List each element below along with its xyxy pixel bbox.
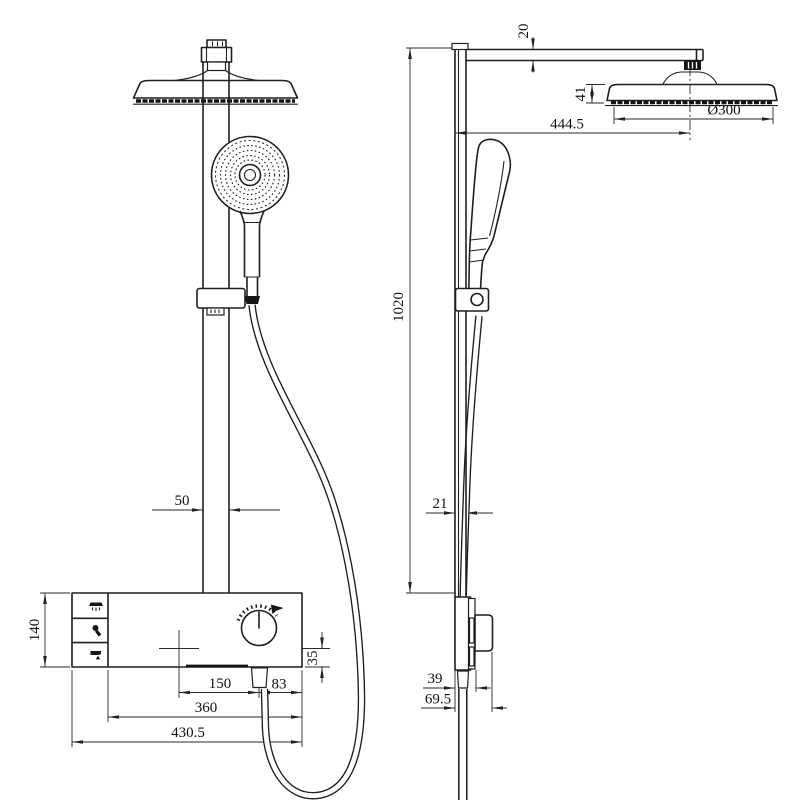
rain-mode-icon [89, 602, 103, 606]
diverter-button-spout [90, 651, 101, 660]
temperature-knob-side [474, 614, 494, 652]
shower-arm-side [466, 48, 704, 70]
panel-center-mark [159, 630, 199, 668]
shower-hose-side-lower [456, 670, 470, 800]
dim-bar-depth-label: 21 [433, 496, 448, 512]
diverter-button-dividers [72, 617, 108, 644]
dim-valve-depth [423, 670, 491, 712]
dim-overall-width-label: 430.5 [171, 725, 205, 741]
dim-head-thickness [586, 84, 605, 104]
dim-outlet-to-edge-label: 83 [272, 677, 287, 693]
dim-arm-thickness-label: 20 [516, 24, 532, 39]
hose-nut-front [244, 296, 260, 304]
slider-bracket-front [196, 287, 246, 316]
spout-mode-icon [90, 651, 101, 655]
bracket-pivot-knob [470, 292, 484, 307]
dim-overall-depth [421, 652, 507, 712]
dim-arm-reach-label: 444.5 [550, 117, 584, 133]
dim-knob-to-base-label: 35 [305, 651, 321, 666]
rain-shower-head-front [132, 79, 299, 105]
dim-valve-depth-label: 39 [428, 671, 443, 687]
valve-panel-side [454, 596, 494, 671]
shower-hose-front [248, 304, 366, 800]
shower-rail-side [451, 42, 469, 597]
side-dimensions [406, 37, 774, 712]
dim-panel-width [107, 670, 303, 722]
hand-shower-mode-icon [92, 625, 99, 631]
side-view [406, 37, 778, 800]
hand-shower-handle-front [239, 210, 265, 304]
slider-bracket-side [454, 287, 490, 312]
diverter-button-hand-shower [92, 625, 102, 637]
dim-rail-width-label: 50 [175, 493, 190, 509]
knob-tick-scale [236, 604, 279, 622]
hose-outlet-side [456, 670, 470, 689]
shower-rail-front [173, 39, 260, 593]
dim-head-diameter-label: Ø300 [707, 103, 740, 119]
hand-shower-side [467, 138, 512, 303]
head-dome-flare [173, 70, 260, 82]
dim-panel-width-label: 360 [195, 700, 218, 716]
dim-head-thickness-label: 41 [573, 87, 589, 102]
diverter-button-rain [89, 602, 103, 611]
shower-hose-side-upper [459, 315, 483, 598]
rain-shower-head-side [605, 66, 778, 140]
dim-bar-height [406, 47, 455, 594]
temperature-knob [236, 604, 284, 647]
valve-panel-front [71, 592, 303, 689]
dim-head-diameter [613, 107, 774, 124]
rail-top-cap-front [206, 39, 227, 49]
front-view [40, 39, 366, 800]
rail-top-cap-side [451, 42, 469, 51]
dimension-labels: 50 140 35 150 83 360 430.5 20 41 Ø300 44… [27, 24, 741, 742]
hose-outlet-front [250, 667, 269, 689]
knob-scale-arrow [271, 604, 284, 613]
dim-bar-height-label: 1020 [391, 292, 407, 322]
dim-center-to-outlet-label: 150 [209, 676, 232, 692]
hand-shower-hub [238, 163, 262, 187]
dim-overall-depth-label: 69.5 [425, 692, 451, 708]
hand-shower-front [210, 135, 290, 215]
dim-panel-height-label: 140 [27, 619, 43, 642]
dim-panel-height [40, 592, 70, 668]
